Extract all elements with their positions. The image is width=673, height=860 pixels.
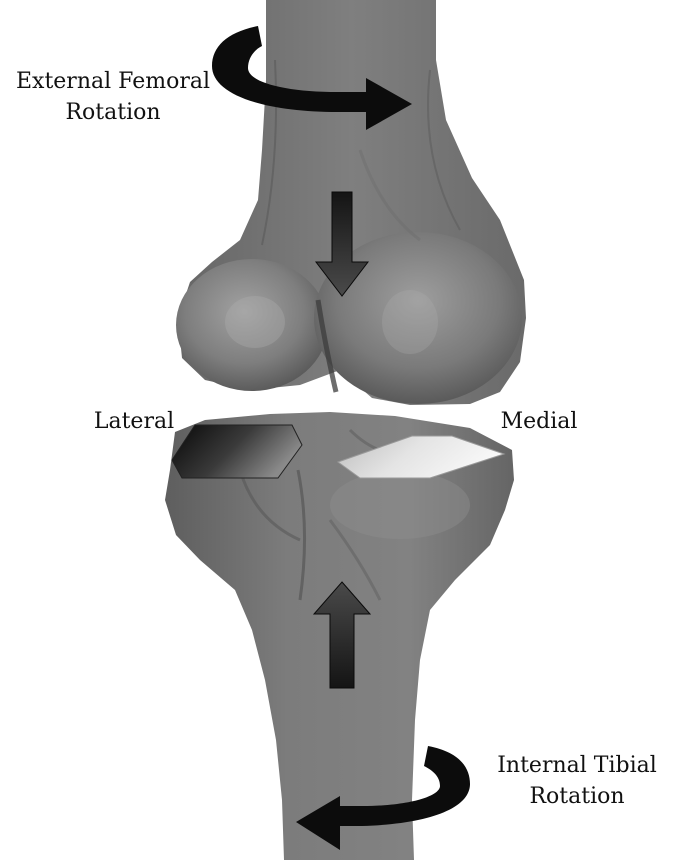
- external-femoral-rotation-label: External Femoral Rotation: [8, 66, 218, 128]
- lateral-contact-area: [172, 425, 302, 478]
- medial-label: Medial: [496, 406, 582, 437]
- internal-tibial-line-2: Rotation: [488, 781, 666, 812]
- internal-tibial-rotation-label: Internal Tibial Rotation: [488, 750, 666, 812]
- external-femoral-line-1: External Femoral: [8, 66, 218, 97]
- lateral-label: Lateral: [88, 406, 180, 437]
- external-femoral-line-2: Rotation: [8, 97, 218, 128]
- internal-tibial-line-1: Internal Tibial: [488, 750, 666, 781]
